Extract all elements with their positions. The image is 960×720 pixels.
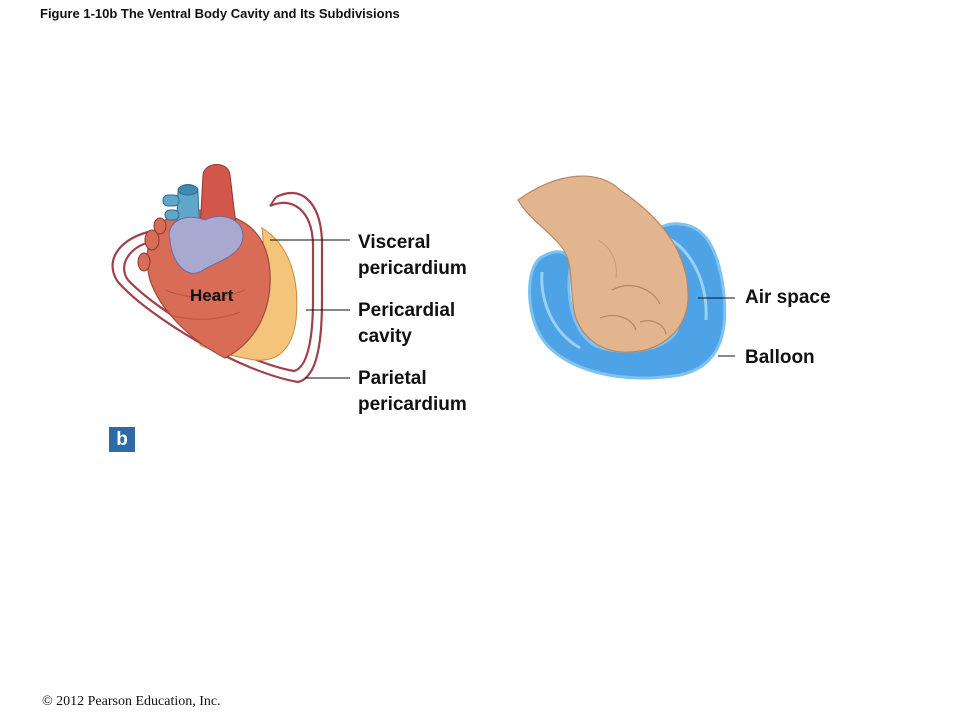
label-parietal-line2: pericardium [358, 394, 467, 415]
label-balloon: Balloon [745, 347, 815, 368]
parietal-pericardium-outer [111, 191, 324, 384]
label-visceral-line2: pericardium [358, 258, 467, 279]
label-cavity-line2: cavity [358, 326, 412, 347]
balloon-diagram [517, 175, 727, 380]
label-air-space: Air space [745, 287, 831, 308]
fist-shape [517, 175, 689, 353]
side-vessel-3 [153, 217, 167, 235]
aorta [199, 164, 237, 231]
side-vessel-2 [137, 252, 151, 272]
heart-diagram [111, 164, 324, 384]
great-vessels-mass [168, 215, 244, 274]
label-visceral-line1: Visceral [358, 232, 431, 253]
parietal-pericardium-inner [123, 201, 315, 373]
copyright: © 2012 Pearson Education, Inc. [42, 694, 221, 709]
label-visceral-pericardium: Visceral pericardium [358, 230, 467, 282]
label-parietal-line1: Parietal [358, 368, 427, 389]
side-vessel-1 [144, 229, 160, 251]
heart-label: Heart [190, 286, 234, 305]
figure-title: Figure 1-10b The Ventral Body Cavity and… [40, 6, 400, 21]
panel-letter-badge: b [109, 427, 135, 452]
label-parietal-pericardium: Parietal pericardium [358, 366, 467, 418]
label-pericardial-cavity: Pericardial cavity [358, 298, 455, 350]
label-cavity-line1: Pericardial [358, 300, 456, 321]
